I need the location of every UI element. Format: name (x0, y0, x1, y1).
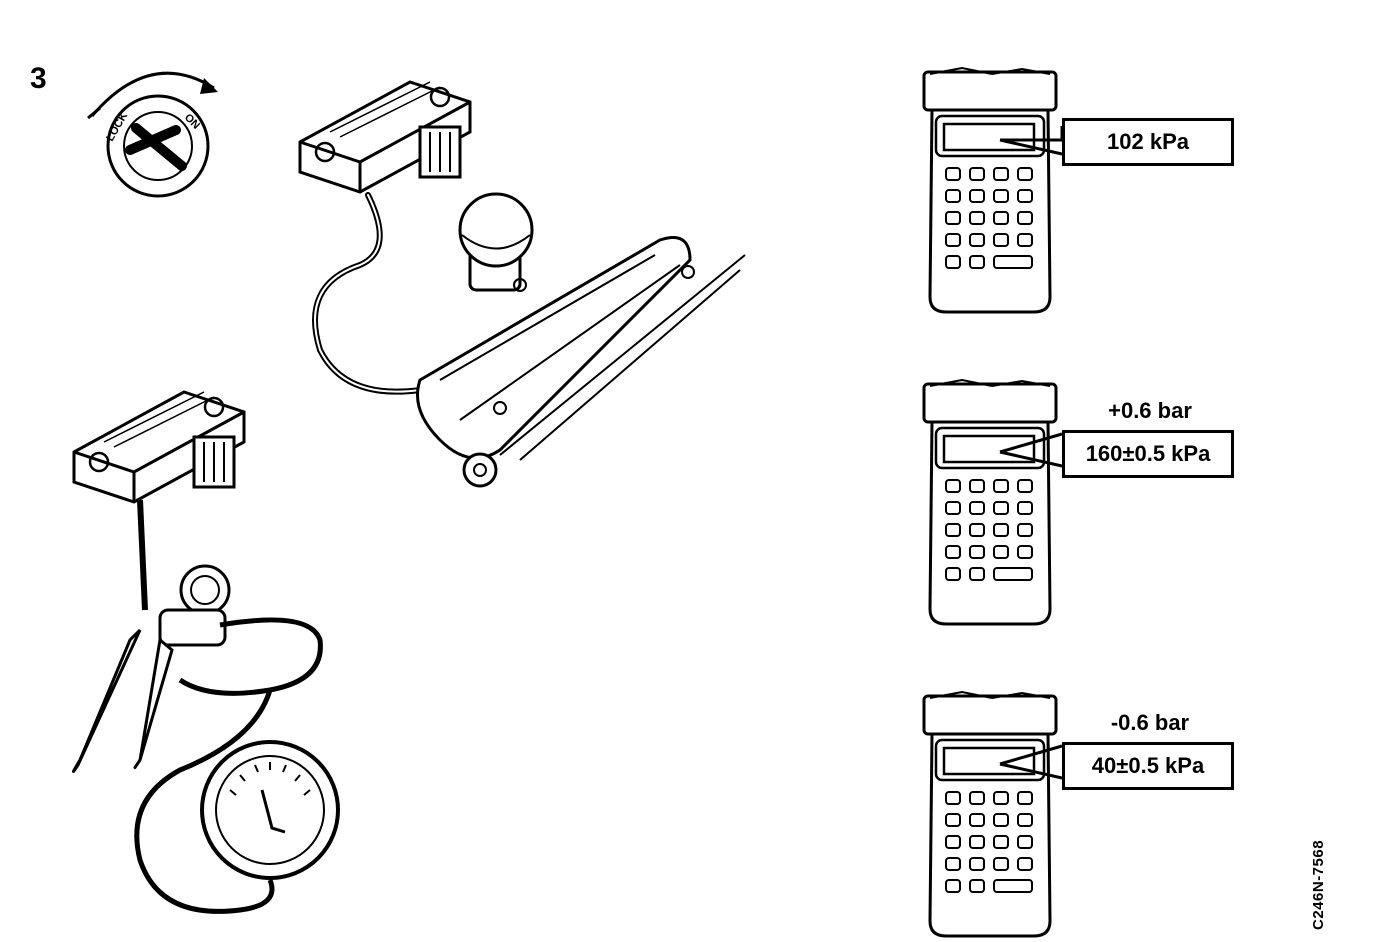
scanner-tool-3 (924, 692, 1056, 936)
vacuum-hose-upper (312, 192, 423, 395)
intake-manifold (416, 192, 746, 488)
ignition-switch-icon: LOCK ON (87, 71, 218, 198)
scanner-3-readout: 40±0.5 kPa (1062, 742, 1234, 790)
scanner-tool-2 (924, 380, 1056, 624)
map-sensor-lower (72, 390, 246, 504)
hand-vacuum-pump (72, 564, 231, 773)
hose-pump-to-gauge (134, 689, 275, 914)
figure-code: C246N-7568 (1310, 839, 1327, 930)
scanner-1-readout: 102 kPa (1062, 118, 1234, 166)
hose-pump-loop (178, 617, 323, 696)
scanner-2-readout: 160±0.5 kPa (1062, 430, 1234, 478)
map-sensor-upper (298, 80, 472, 194)
scanner-3-pressure-label: -0.6 bar (1110, 710, 1190, 735)
scanner-tool-1 (924, 68, 1056, 312)
step-number: 3 (30, 62, 47, 95)
hose-sensor-to-pump (137, 499, 148, 611)
pressure-gauge-icon (200, 740, 340, 880)
scanner-2-pressure-label: +0.6 bar (1108, 398, 1192, 423)
